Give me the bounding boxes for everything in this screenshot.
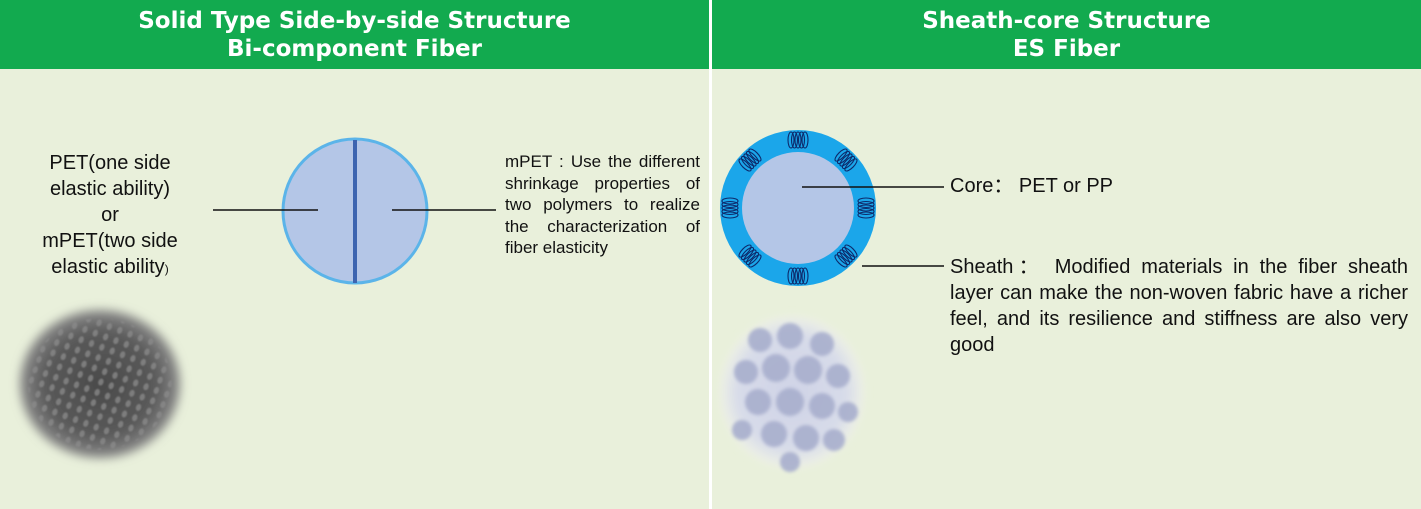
sheath-core-figure <box>720 130 944 472</box>
core-label: Core： PET or PP <box>950 175 1114 197</box>
pet-label-line5-main: elastic ability <box>51 256 165 278</box>
sheath-description: Sheath： Modified materials in the fiber … <box>950 256 1408 356</box>
pet-label-line2: elastic ability) <box>49 178 171 200</box>
pet-label: PET(one side elastic ability) or mPET(tw… <box>15 150 205 282</box>
side-by-side-subtitle: Bi-component Fiber <box>227 36 482 62</box>
sheath-core-cross-section <box>720 130 876 286</box>
pet-label-line3: or <box>101 204 119 226</box>
pet-label-line4: mPET(two side <box>42 230 178 252</box>
side-by-side-cross-section <box>281 137 429 285</box>
sheath-core-header: Sheath-core Structure ES Fiber <box>712 0 1421 69</box>
side-by-side-title: Solid Type Side-by-side Structure <box>138 8 571 34</box>
side-by-side-panel: Solid Type Side-by-side Structure Bi-com… <box>0 0 709 509</box>
sheath-core-subtitle: ES Fiber <box>1012 36 1121 62</box>
pet-label-line1: PET(one side <box>49 152 171 174</box>
pet-label-line5: elastic ability) <box>15 254 205 282</box>
sem-micrograph-bicomponent <box>20 310 180 458</box>
pet-label-line5-paren: ) <box>164 262 169 276</box>
side-by-side-header: Solid Type Side-by-side Structure Bi-com… <box>0 0 709 69</box>
sheath-core-title: Sheath-core Structure <box>922 8 1211 34</box>
mpet-description: mPET : Use the different shrinkage prope… <box>505 152 700 257</box>
side-by-side-figure <box>20 137 496 458</box>
sem-micrograph-sheath-core <box>720 316 864 472</box>
sheath-core-panel: Sheath-core Structure ES Fiber Core： PET… <box>712 0 1421 509</box>
fiber-core <box>742 152 854 264</box>
